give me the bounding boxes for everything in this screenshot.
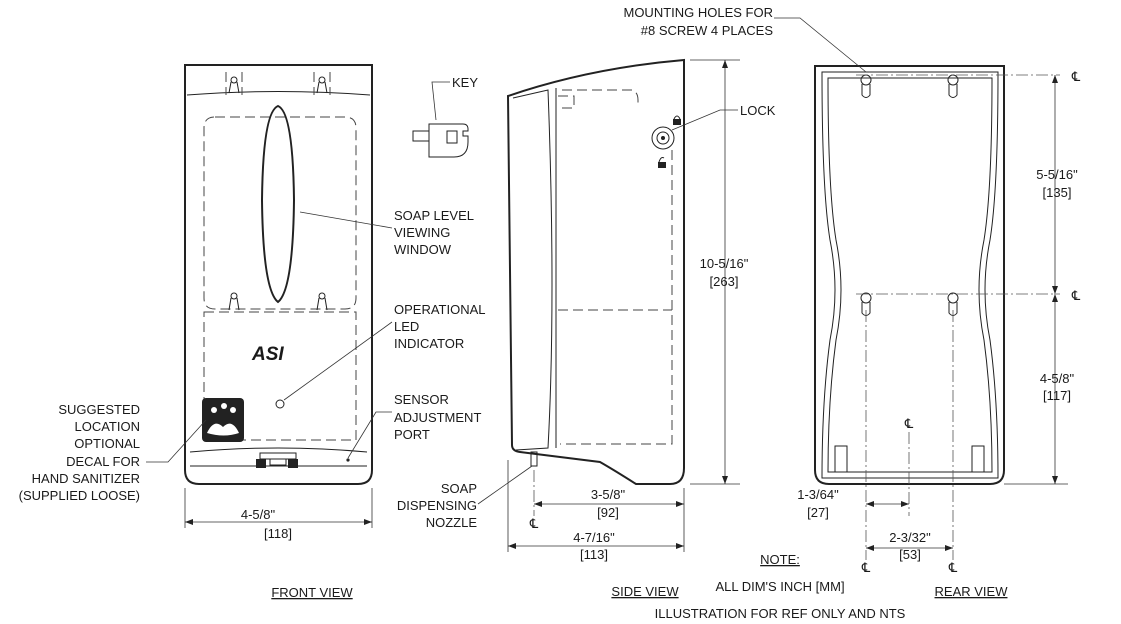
front-top-cap: [186, 91, 371, 96]
front-bottom-band: [189, 447, 368, 453]
nozzle-label-1: SOAP: [441, 481, 477, 496]
front-mount-hole-4: [316, 292, 328, 311]
lock-icon: [651, 115, 681, 168]
led-label-2: LED: [394, 319, 419, 334]
lock-leader: [671, 109, 738, 131]
front-width-mm: [118]: [264, 526, 292, 541]
side-nozzle-inch: 3-5/8": [591, 487, 626, 502]
side-nozzle-dimension: [533, 470, 685, 552]
rear-upper-mm: [135]: [1043, 185, 1072, 200]
nozzle-label-2: DISPENSING: [397, 498, 477, 513]
notes-block: NOTE: ALL DIM'S INCH [MM] ILLUSTRATION F…: [655, 552, 906, 621]
rear-view: 5-5/16" [135] 4-5/8" [117] 1-3/64" [27] …: [623, 5, 1080, 599]
note-reference: ILLUSTRATION FOR REF ONLY AND NTS: [655, 606, 906, 621]
rear-cl-symbol-center: ℄: [904, 416, 914, 431]
front-mount-hole-1: [225, 72, 243, 95]
front-view: ASI: [19, 64, 486, 600]
sensor-port: [346, 458, 350, 462]
nozzle-label-3: NOZZLE: [426, 515, 478, 530]
front-body-outline: [184, 64, 373, 485]
decal-label-4: DECAL FOR: [66, 454, 140, 469]
led-label-1: OPERATIONAL: [394, 302, 486, 317]
sensor-label-3: PORT: [394, 427, 430, 442]
decal-label-1: SUGGESTED: [58, 402, 140, 417]
front-reservoir-dashed: [203, 116, 357, 310]
front-mount-hole-2: [313, 72, 331, 95]
rear-offset-dimension: [866, 501, 909, 507]
rear-lower-dimension: [1052, 294, 1058, 484]
rear-foot-left: [834, 445, 848, 473]
hand-sanitizer-decal: [202, 398, 244, 442]
lock-label: LOCK: [740, 103, 776, 118]
mounting-label-2: #8 SCREW 4 PLACES: [641, 23, 774, 38]
led-leader: [283, 321, 393, 401]
rear-upper-dimension: [1052, 75, 1058, 294]
key-label: KEY: [452, 75, 478, 90]
led-indicator: [275, 399, 285, 409]
decal-label-6: (SUPPLIED LOOSE): [19, 488, 140, 503]
soap-window-label-1: SOAP LEVEL: [394, 208, 474, 223]
decal-leader: [146, 419, 207, 463]
front-view-title: FRONT VIEW: [271, 585, 353, 600]
rear-cl-symbol-right: ℄: [948, 560, 958, 575]
key-icon: [412, 123, 469, 158]
rear-offset-inch: 1-3/64": [797, 487, 839, 502]
asi-logo: ASI: [251, 344, 284, 365]
rear-spacing-mm: [53]: [899, 547, 921, 562]
side-nozzle-mm: [92]: [597, 505, 619, 520]
side-centerline-symbol: ℄: [529, 516, 539, 531]
rear-spacing-dimension: [866, 545, 953, 551]
front-width-dimension: [184, 488, 373, 528]
soap-window-label-3: WINDOW: [394, 242, 452, 257]
side-reservoir-dashed: [562, 89, 639, 104]
side-depth-dimension: [507, 460, 684, 552]
side-right-dashed: [560, 150, 673, 445]
rear-cl-symbol-left: ℄: [861, 560, 871, 575]
rear-upper-inch: 5-5/16": [1036, 167, 1078, 182]
side-view: 10-5/16" [263] 3-5/8" [92] ℄ 4-7/16" [11…: [397, 58, 776, 599]
side-height-dimension: [690, 59, 740, 485]
front-width-inch: 4-5/8": [241, 507, 276, 522]
nozzle-leader: [477, 465, 533, 505]
decal-label-5: HAND SANITIZER: [32, 471, 140, 486]
sensor-leader: [347, 411, 392, 459]
rear-body-outline: [814, 65, 1005, 485]
side-front-face: [512, 89, 553, 451]
decal-label-2: LOCATION: [75, 419, 141, 434]
note-units: ALL DIM'S INCH [MM]: [715, 579, 844, 594]
rear-lower-inch: 4-5/8": [1040, 371, 1075, 386]
rear-inner-outline-2: [827, 77, 993, 473]
mounting-leader: [774, 17, 867, 73]
side-height-mm: [263]: [710, 274, 739, 289]
key-leader: [431, 81, 450, 121]
rear-offset-mm: [27]: [807, 505, 829, 520]
soap-nozzle: [530, 451, 538, 467]
sensor-label-2: ADJUSTMENT: [394, 410, 481, 425]
mounting-label-1: MOUNTING HOLES FOR: [623, 5, 773, 20]
rear-lower-mm: [117]: [1043, 388, 1071, 403]
decal-label-3: OPTIONAL: [74, 436, 140, 451]
window-leader: [299, 211, 393, 229]
sensor-label-1: SENSOR: [394, 392, 449, 407]
front-mount-hole-3: [228, 292, 240, 311]
side-depth-inch: 4-7/16": [573, 530, 615, 545]
rear-view-title: REAR VIEW: [935, 584, 1009, 599]
led-label-3: INDICATOR: [394, 336, 464, 351]
rear-foot-right: [971, 445, 985, 473]
side-depth-mm: [113]: [580, 547, 608, 562]
side-upper-dashed: [558, 95, 575, 109]
rear-cl-symbol-top: ℄: [1071, 69, 1081, 84]
front-nozzle: [256, 452, 298, 468]
side-height-inch: 10-5/16": [700, 256, 749, 271]
soap-window-label-2: VIEWING: [394, 225, 450, 240]
front-reservoir-lower-dashed: [203, 311, 357, 441]
note-heading: NOTE:: [760, 552, 800, 567]
side-view-title: SIDE VIEW: [611, 584, 679, 599]
rear-cl-symbol-mid: ℄: [1071, 288, 1081, 303]
rear-spacing-inch: 2-3/32": [889, 530, 931, 545]
side-body-outline: [506, 58, 685, 485]
soap-level-window: [260, 104, 296, 304]
rear-inner-outline: [821, 71, 999, 479]
